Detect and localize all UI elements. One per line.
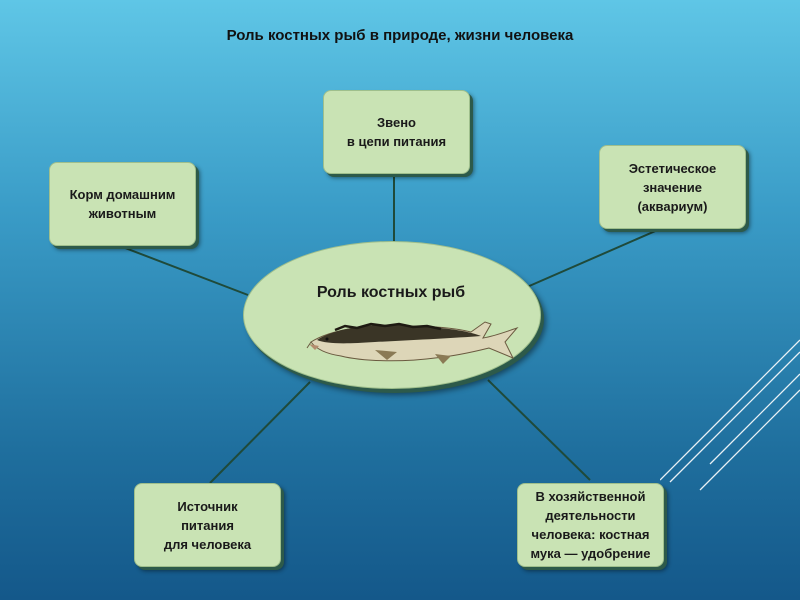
node-economy: В хозяйственной деятельности человека: к… — [517, 483, 664, 567]
sturgeon-fish-icon — [306, 321, 519, 364]
connector-pet-food — [119, 245, 249, 296]
center-ellipse — [243, 241, 541, 389]
node-human-food: Источник питания для человека — [134, 483, 281, 567]
node-aesthetic: Эстетическое значение (аквариум) — [599, 145, 746, 229]
node-food-chain: Звено в цепи питания — [323, 90, 470, 174]
decorative-stripes — [660, 339, 800, 491]
connector-aesthetic — [526, 228, 661, 288]
connector-economy — [487, 379, 591, 481]
connector-human-food — [209, 381, 311, 484]
slide-title: Роль костных рыб в природе, жизни челове… — [226, 27, 574, 44]
center-label: Роль костных рыб — [316, 284, 466, 301]
node-pet-food: Корм домашним животным — [49, 162, 196, 246]
